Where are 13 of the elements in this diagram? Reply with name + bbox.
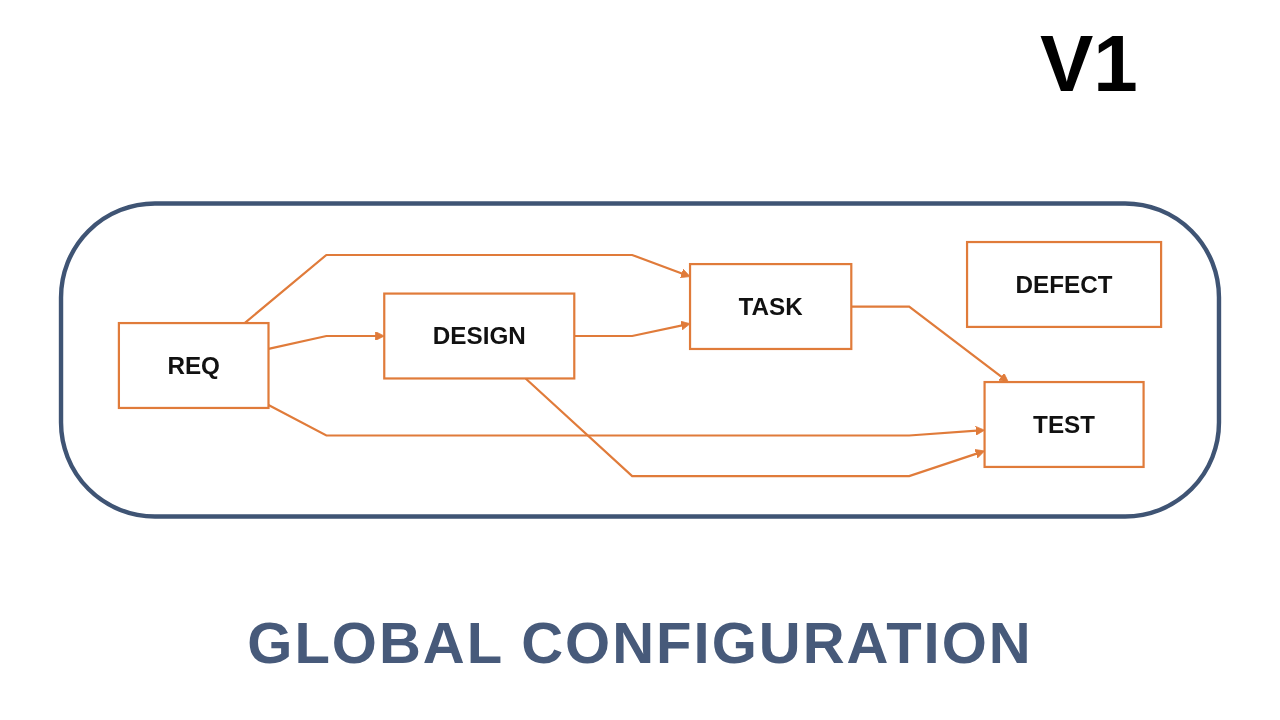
diagram-caption: GLOBAL CONFIGURATION <box>247 610 1033 677</box>
node-box: DEFECT <box>965 240 1163 329</box>
node-box: REQ <box>117 321 270 410</box>
node-box: DESIGN <box>383 292 576 380</box>
arrow <box>268 331 385 350</box>
arrow <box>268 404 985 437</box>
version-label: V1 <box>1040 20 1138 108</box>
node-box: TEST <box>983 380 1145 469</box>
cluster <box>58 201 1222 519</box>
arrow <box>243 253 691 324</box>
arrow <box>574 320 691 338</box>
node-box: TASK <box>688 262 853 351</box>
arrow <box>851 305 1009 383</box>
